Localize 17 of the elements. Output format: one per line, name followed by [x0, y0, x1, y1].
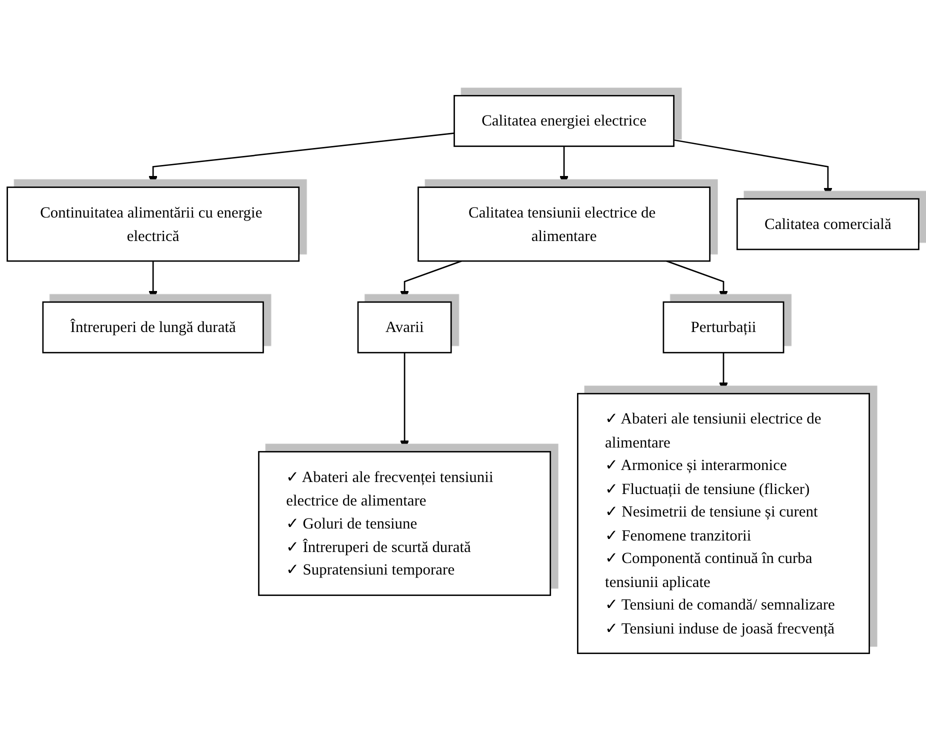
arrow: [400, 352, 410, 450]
node-box: Întreruperi de lungă durată: [42, 301, 264, 354]
arrow: [400, 260, 462, 300]
node-box: Avarii: [357, 301, 452, 354]
node-box: Calitatea energiei electrice: [454, 94, 674, 147]
node-box: ✓ Abateri ale frecvenței tensiunii electrice de alimentare ✓ Goluri de tensiune ✓ Întreruperi de scurtă durată ✓ Supratensiuni temporare: [258, 451, 552, 596]
arrow: [674, 139, 832, 196]
node-box: Calitatea comercială: [736, 198, 920, 250]
arrow: [560, 146, 569, 185]
node-box: Calitatea tensiunii electrice de alimentare: [418, 186, 710, 262]
node-box: ✓ Abateri ale tensiunii electrice de alimentare ✓ Armonice și interarmonice ✓ Fluctuații de tensiune (flicker) ✓ Nesimetrii de tensiune și curent ✓ Fenomene tranzitorii ✓ Componentă continuă în curba tensiunii aplicate ✓ Tensiuni de comandă/ semnalizare ✓ Tensiuni induse de joasă frecvență: [577, 392, 870, 654]
arrow: [718, 352, 728, 392]
arrow: [148, 261, 158, 300]
arrow: [148, 132, 454, 185]
arrow: [666, 260, 728, 300]
node-box: Perturbații: [662, 301, 784, 354]
node-box: Continuitatea alimentării cu energie electrică: [6, 186, 300, 262]
